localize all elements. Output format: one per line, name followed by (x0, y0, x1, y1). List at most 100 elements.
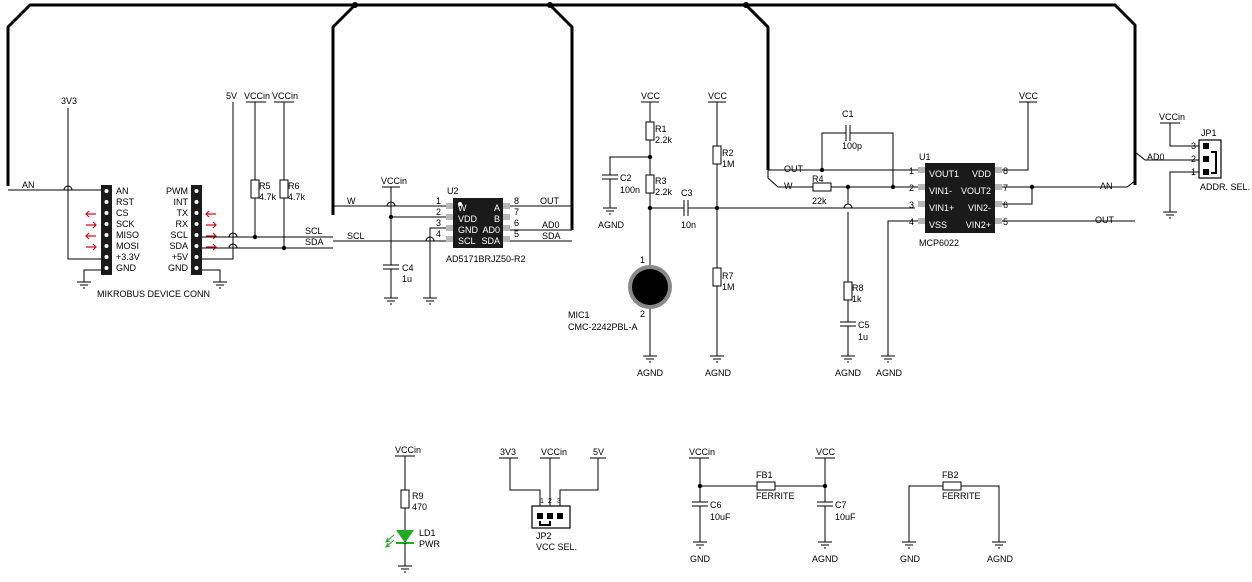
c2-ref: C2 (620, 173, 632, 183)
u1-pin-num-2: 2 (909, 183, 914, 193)
r7-value: 1M (722, 282, 735, 292)
u1-pin-num-6: 6 (1003, 200, 1008, 210)
net-agnd-mic: AGND (637, 368, 664, 378)
u1-pin-vin2-plus: VIN2+ (966, 220, 991, 230)
net-agnd-vss: AGND (876, 368, 903, 378)
bus-lines (6, 2, 1137, 230)
connector-pin-gnd-left: GND (116, 263, 137, 273)
u1-pin-vdd: VDD (972, 169, 992, 179)
power-filter-section: VCCin FB1 FERRITE C6 10uF GND VCC C7 10u… (689, 447, 1014, 564)
connector-pin-sda: SDA (169, 241, 188, 251)
u1-pin-vin1-minus: VIN1- (929, 186, 952, 196)
jp2-pin-3: 3 (557, 498, 561, 505)
u2-pin-num-6: 6 (514, 218, 519, 228)
u1-pin-vin1-plus: VIN1+ (929, 203, 954, 213)
connector-left-header (101, 185, 112, 275)
c4-value: 1u (402, 274, 412, 284)
u1-pin-num-7: 7 (1003, 183, 1008, 193)
fb2-value: FERRITE (942, 491, 981, 501)
u1-pin-num-3: 3 (909, 200, 914, 210)
connector-pin-3v3: +3.3V (116, 252, 140, 262)
u1-pin-num-1: 1 (909, 166, 914, 176)
net-vccin-r6: VCCin (272, 91, 298, 101)
r4-value: 22k (812, 196, 827, 206)
led-icon (396, 530, 414, 543)
mic-pin1: 1 (640, 255, 645, 265)
u2-digipot: W VDD GND SCL A B AD0 SDA 1 2 3 4 8 7 6 … (436, 186, 526, 264)
u1-part: MCP6022 (919, 238, 959, 248)
net-vcc-r1: VCC (641, 91, 661, 101)
u1-pin-num-4: 4 (909, 217, 914, 227)
net-vccin-jp1: VCCin (1159, 112, 1185, 122)
connector-pin-rst: RST (116, 197, 135, 207)
jp1-pin-2: 2 (1191, 154, 1196, 164)
connector-pin-cs: CS (116, 208, 129, 218)
net-agnd-c7: AGND (812, 554, 839, 564)
r3-value: 2.2k (655, 187, 673, 197)
u2-pin-scl: SCL (458, 236, 476, 246)
net-label-sda-u2: SDA (542, 231, 561, 241)
net-gnd-fb2: GND (900, 554, 921, 564)
net-vccin-u2: VCCin (381, 176, 407, 186)
c1-ref: C1 (842, 109, 854, 119)
u2-pin-ad0: AD0 (482, 225, 500, 235)
connector-pin-gnd-right: GND (168, 263, 189, 273)
jp2-pin-2: 2 (548, 498, 552, 505)
net-5v-connector: 5V (226, 91, 237, 101)
net-label-out-u1: OUT (784, 164, 804, 174)
u2-pin-b: B (494, 214, 500, 224)
power-led-section: VCCin R9 470 LD1 PWR (385, 445, 440, 573)
c2-value: 100n (620, 185, 640, 195)
net-vccin-filter: VCCin (689, 447, 715, 457)
net-agnd-fb2: AGND (987, 554, 1014, 564)
c5-value: 1u (858, 332, 868, 342)
u1-pin-vin2-minus: VIN2- (968, 203, 991, 213)
c1-value: 100p (842, 141, 862, 151)
connector-name: MIKROBUS DEVICE CONN (97, 289, 210, 299)
fb1-ref: FB1 (756, 470, 773, 480)
connector-pin-mosi: MOSI (116, 241, 139, 251)
r7-ref: R7 (722, 271, 734, 281)
c5-ref: C5 (858, 320, 870, 330)
net-vccin-jp2: VCCin (541, 447, 567, 457)
connector-pin-5v: +5V (172, 252, 188, 262)
u1-pin-vout2: VOUT2 (961, 186, 991, 196)
net-label-an-left: AN (22, 180, 35, 190)
net-label-scl-left: SCL (305, 226, 323, 236)
u2-pin-w: W (458, 203, 467, 213)
r6-ref: R6 (288, 181, 300, 191)
r3-ref: R3 (655, 176, 667, 186)
connector-pin-miso: MISO (116, 230, 139, 240)
u1-body (925, 163, 995, 233)
led-ref: LD1 (419, 528, 436, 538)
u2-ref: U2 (447, 186, 459, 196)
fb2-ref: FB2 (942, 470, 959, 480)
mikrobus-connector: AN RST CS SCK MISO MOSI +3.3V GND PWM IN… (85, 185, 217, 299)
u2-pin-num-1: 1 (436, 196, 441, 206)
r4-ref: R4 (812, 174, 824, 184)
u1-pin-num-8: 8 (1003, 166, 1008, 176)
u1-opamp: VOUT1 VIN1- VIN1+ VSS VDD VOUT2 VIN2- VI… (909, 152, 1008, 248)
u2-pin-num-3: 3 (436, 218, 441, 228)
u2-pin-vdd: VDD (458, 214, 478, 224)
c6-value: 10uF (710, 512, 731, 522)
r9-ref: R9 (412, 491, 424, 501)
net-vcc-filter: VCC (816, 447, 836, 457)
r1-value: 2.2k (655, 135, 673, 145)
net-vccin-led: VCCin (395, 445, 421, 455)
net-label-out-u2: OUT (540, 196, 560, 206)
r1-ref: R1 (655, 124, 667, 134)
u1-pin-vout1: VOUT1 (929, 169, 959, 179)
u1-wiring: OUT C1 100p W R4 22k R8 1k C5 1u AGND AG… (767, 91, 1185, 378)
u2-part: AD5171BRJZ50-R2 (446, 254, 526, 264)
net-gnd-c6: GND (690, 554, 711, 564)
net-vcc-r2: VCC (708, 91, 728, 101)
net-3v3-jp2: 3V3 (500, 447, 516, 457)
net-label-ad0-jp1: AD0 (1147, 152, 1165, 162)
u2-pin-num-5: 5 (514, 229, 519, 239)
c4-ref: C4 (402, 263, 414, 273)
net-5v-jp2: 5V (593, 447, 604, 457)
connector-pin-tx: TX (176, 208, 188, 218)
mic-ref: MIC1 (568, 310, 590, 320)
